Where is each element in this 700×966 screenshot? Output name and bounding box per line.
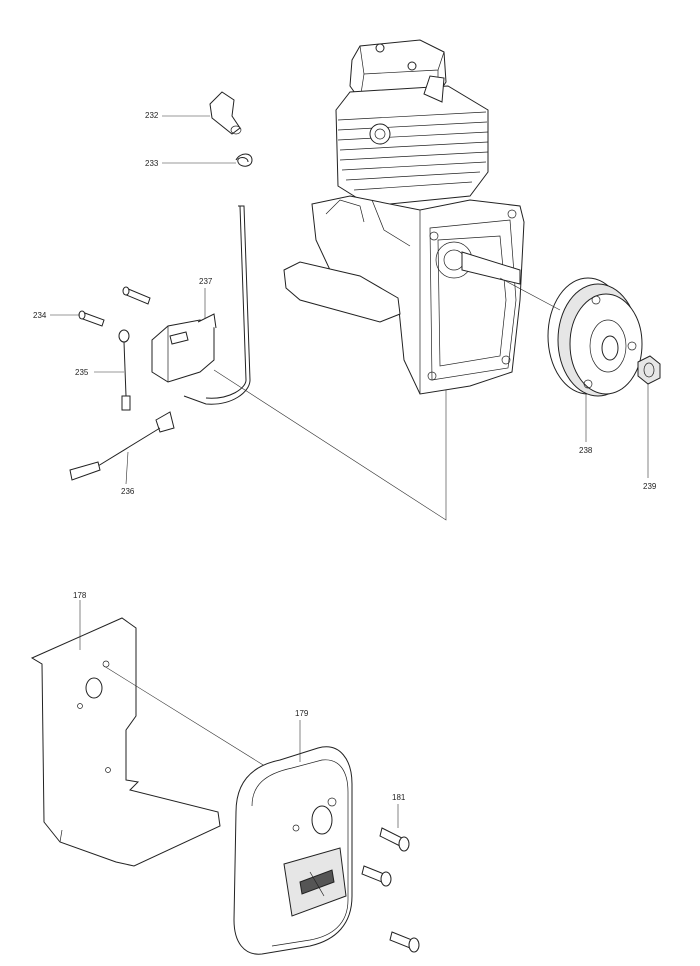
part-label-236: 236 (121, 487, 135, 496)
engine-block (283, 39, 525, 395)
ignition-wire (183, 205, 251, 405)
part-label-234: 234 (33, 311, 47, 320)
muffler (233, 746, 353, 955)
spring-clip (235, 153, 253, 167)
coil-screw-upper (122, 286, 151, 305)
part-label-238: 238 (579, 446, 593, 455)
part-label-235: 235 (75, 368, 89, 377)
nut (637, 355, 661, 385)
muffler-screw-3 (389, 931, 420, 953)
stop-wire (69, 411, 175, 481)
muffler-screw-2 (361, 865, 392, 887)
ignition-coil (151, 313, 217, 383)
part-label-179: 179 (295, 709, 309, 718)
part-label-237: 237 (199, 277, 213, 286)
part-label-178: 178 (73, 591, 87, 600)
spark-plug-cap (209, 91, 242, 135)
part-label-233: 233 (145, 159, 159, 168)
coil-screw-lower (78, 310, 105, 327)
muffler-bracket (30, 617, 221, 867)
ground-wire (118, 329, 131, 411)
muffler-screw-1 (379, 827, 410, 852)
part-label-239: 239 (643, 482, 657, 491)
clutch-assembly (547, 277, 643, 397)
part-label-181: 181 (392, 793, 406, 802)
part-label-232: 232 (145, 111, 159, 120)
